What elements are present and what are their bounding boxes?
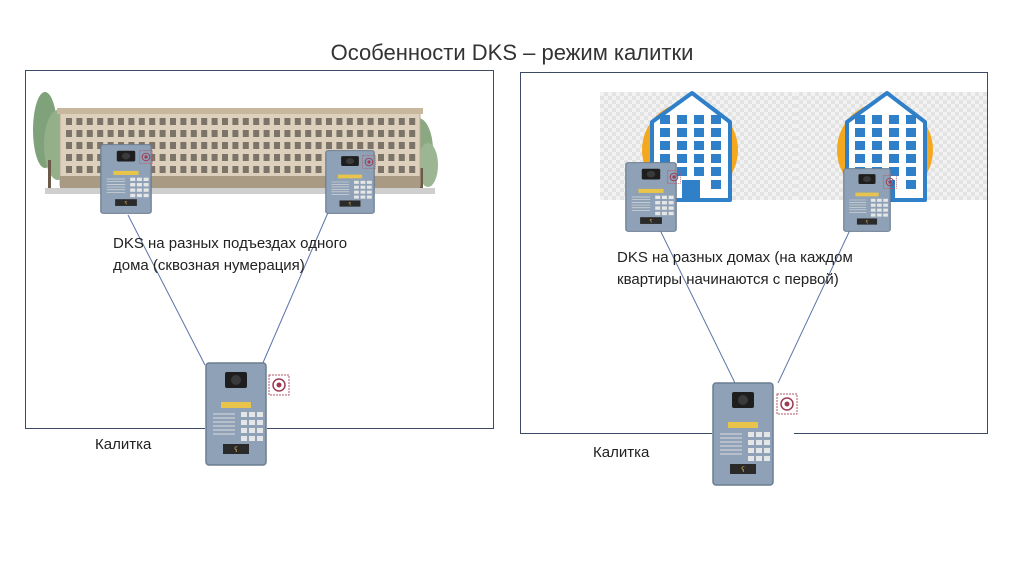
reader-logo-icon	[667, 170, 681, 184]
reader-logo-icon	[883, 175, 897, 189]
connector-left-2	[261, 207, 331, 366]
left-caption-line2: дома (сквозная нумерация)	[113, 257, 305, 274]
right-caption-line2: квартиры начинаются с первой)	[617, 271, 839, 288]
right-caption-line1: DKS на разных домах (на каждом	[617, 249, 853, 266]
reader-logo-icon	[139, 150, 153, 164]
building-roof	[57, 108, 423, 114]
gate-label-left: Калитка	[95, 436, 152, 453]
reader-logo-icon	[268, 374, 290, 396]
left-caption-line1: DKS на разных подъездах одного	[113, 235, 348, 252]
connector-left-1	[127, 214, 206, 366]
connector-right-1	[659, 229, 736, 384]
connector-right-2	[777, 229, 851, 384]
gate-label-right: Калитка	[593, 444, 650, 461]
gate-intercom-panel-right	[712, 382, 774, 486]
gate-intercom-panel-left	[205, 362, 267, 466]
left-scheme-caption: DKS на разных подъездах одного дома (скв…	[113, 233, 413, 277]
ground	[45, 188, 435, 194]
reader-logo-icon	[776, 393, 798, 415]
right-scheme-caption: DKS на разных домах (на каждом квартиры …	[617, 247, 917, 291]
reader-logo-icon	[362, 155, 376, 169]
slide-title: Особенности DKS – режим калитки	[330, 40, 694, 65]
